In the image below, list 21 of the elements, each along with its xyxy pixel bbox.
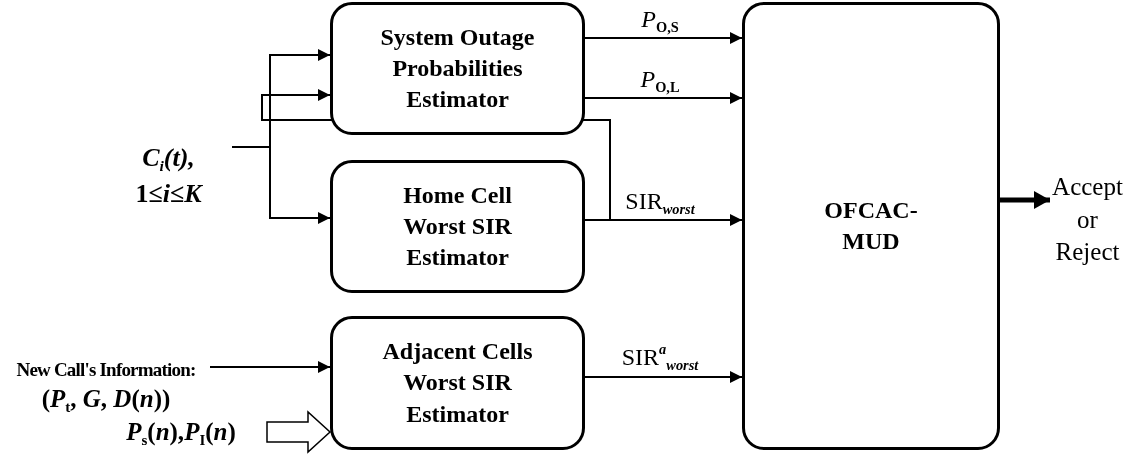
input-label: New Call's Information: (16, 358, 196, 383)
estimator-box (330, 2, 585, 135)
box-title: System Outage Probabilities Estimator (379, 22, 536, 115)
arrow (1000, 191, 1050, 209)
estimator-box (330, 160, 585, 293)
input-label: (P$_{t}$, G, D(n)) (41, 383, 171, 418)
input-label: C$_{i}$(t), (142, 142, 195, 177)
box-title: Adjacent Cells Worst SIR Estimator (381, 337, 534, 429)
input-label: P$_{s}$(n),P$_{I}$(n) (126, 416, 236, 450)
arrow (209, 361, 331, 373)
arrow (584, 371, 743, 383)
block-arrow (266, 410, 332, 454)
input-label: 1≤i≤K (135, 177, 202, 210)
arrow (584, 32, 743, 44)
input-label: Accept or Reject (1052, 172, 1123, 268)
estimator-box (330, 316, 585, 450)
decision-unit-box (742, 2, 1000, 450)
box-title: OFCAC-MUD (823, 195, 919, 256)
arrow (231, 146, 331, 224)
box-title: Home Cell Worst SIR Estimator (402, 180, 513, 273)
arrow (584, 92, 743, 104)
